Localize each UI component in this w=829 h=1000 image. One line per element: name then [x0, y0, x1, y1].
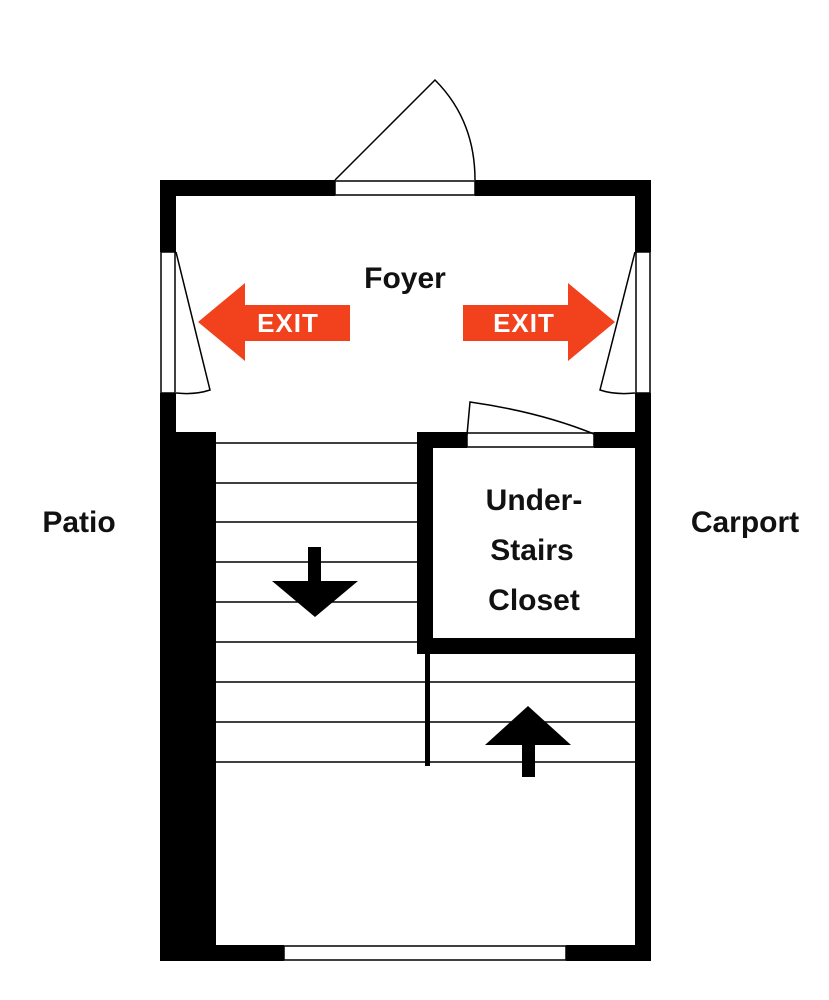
wall-top-right: [475, 180, 651, 196]
closet-label-line3: Closet: [488, 584, 580, 617]
wall-right-upper: [635, 180, 651, 252]
stair-treads: [216, 442, 635, 763]
carport-label: Carport: [691, 506, 799, 539]
wall-left-thick: [160, 432, 216, 961]
stair-up-arrow-head: [485, 706, 571, 745]
closet-door-swing: [466, 401, 595, 436]
stair-up-arrow-shaft: [522, 743, 535, 777]
patio-label: Patio: [42, 506, 115, 539]
closet-door-opening: [466, 432, 595, 448]
closet-wall-top-right: [594, 432, 651, 448]
right-door-swing: [599, 251, 636, 395]
exit-arrow-right: [463, 283, 615, 361]
wall-bottom-left: [160, 945, 284, 961]
exit-sign-right-text: EXIT: [493, 308, 555, 338]
closet-wall-left: [417, 432, 433, 654]
closet-wall-bottom: [417, 638, 651, 654]
wall-bottom-right: [566, 945, 651, 961]
stair-up-arrow: [485, 706, 571, 777]
closet-label-line1: Under-: [486, 484, 583, 517]
closet-walls: [417, 432, 651, 766]
door-swings: [175, 78, 636, 436]
stair-divider: [425, 654, 430, 766]
wall-foyer-left-stub: [176, 432, 216, 442]
left-door-opening: [160, 251, 176, 394]
wall-left-upper: [160, 180, 176, 252]
outer-walls: [160, 180, 651, 961]
wall-top-left: [160, 180, 335, 196]
stair-down-arrow-shaft: [308, 547, 321, 583]
exit-sign-right: EXIT: [463, 283, 615, 361]
left-door-swing: [175, 251, 211, 395]
stair-down-arrow: [272, 547, 358, 617]
exit-arrow-left: [198, 283, 350, 361]
closet-label-line2: Stairs: [490, 534, 573, 567]
bottom-window: [283, 945, 567, 961]
front-door-swing: [334, 78, 476, 181]
front-door-opening: [334, 180, 476, 196]
openings: [160, 180, 651, 961]
right-door-opening: [635, 251, 651, 394]
wall-right-lower: [635, 393, 651, 961]
exit-sign-left-text: EXIT: [257, 308, 319, 338]
stair-down-arrow-head: [272, 581, 358, 617]
exit-sign-left: EXIT: [198, 283, 350, 361]
foyer-label: Foyer: [364, 262, 446, 295]
